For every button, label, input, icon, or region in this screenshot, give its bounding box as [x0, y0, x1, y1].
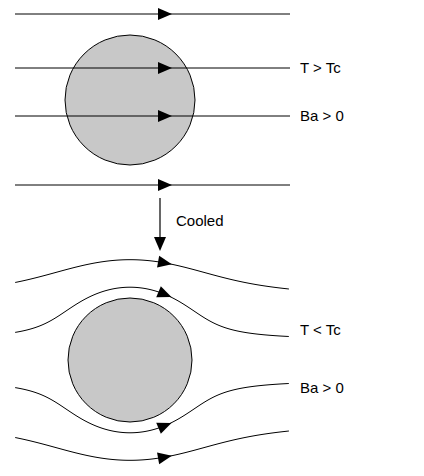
process-arrowhead: [154, 237, 166, 251]
field-line: [15, 260, 289, 289]
sample-normal: [65, 35, 195, 165]
field-arrowhead: [156, 417, 174, 433]
field-line: [15, 14, 290, 15]
field-line: [15, 383, 289, 432]
field-line: [15, 116, 290, 117]
field-line: [15, 68, 290, 69]
field-arrowhead: [158, 62, 172, 74]
sample-superconducting: [68, 298, 192, 422]
field-arrowhead: [156, 286, 174, 302]
state-label: T > Tc: [300, 59, 341, 77]
field-arrowhead: [158, 179, 172, 191]
field-arrowhead: [158, 8, 172, 20]
field-line: [15, 431, 289, 460]
field-arrowhead: [157, 256, 173, 270]
state-label: T < Tc: [300, 321, 341, 339]
process-label: Cooled: [176, 212, 224, 230]
field-arrowhead: [158, 110, 172, 122]
field-line: [15, 185, 290, 186]
field-line: [15, 287, 289, 336]
field-arrowhead: [157, 450, 173, 464]
state-label: Ba > 0: [300, 107, 344, 125]
state-label: Ba > 0: [300, 379, 344, 397]
